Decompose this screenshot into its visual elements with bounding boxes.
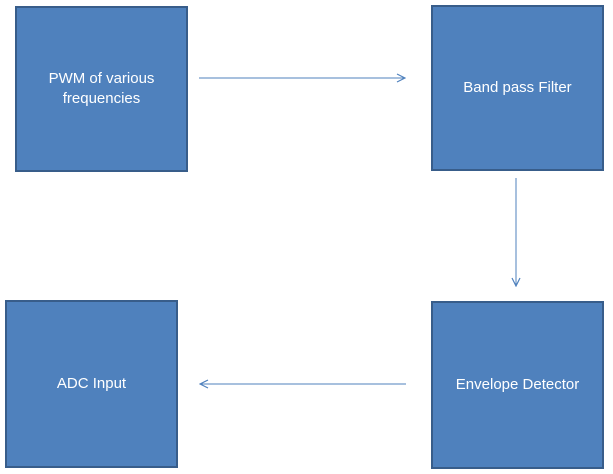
band-pass-filter-block: Band pass Filter [431, 5, 604, 171]
pwm-block-label: PWM of various frequencies [48, 70, 155, 107]
envelope-detector-block: Envelope Detector [431, 301, 604, 469]
adc-input-block: ADC Input [5, 300, 178, 468]
pwm-block: PWM of various frequencies [15, 6, 188, 172]
band-pass-filter-label: Band pass Filter [463, 79, 572, 96]
envelope-detector-label: Envelope Detector [455, 376, 580, 393]
adc-input-label: ADC Input [56, 375, 127, 392]
